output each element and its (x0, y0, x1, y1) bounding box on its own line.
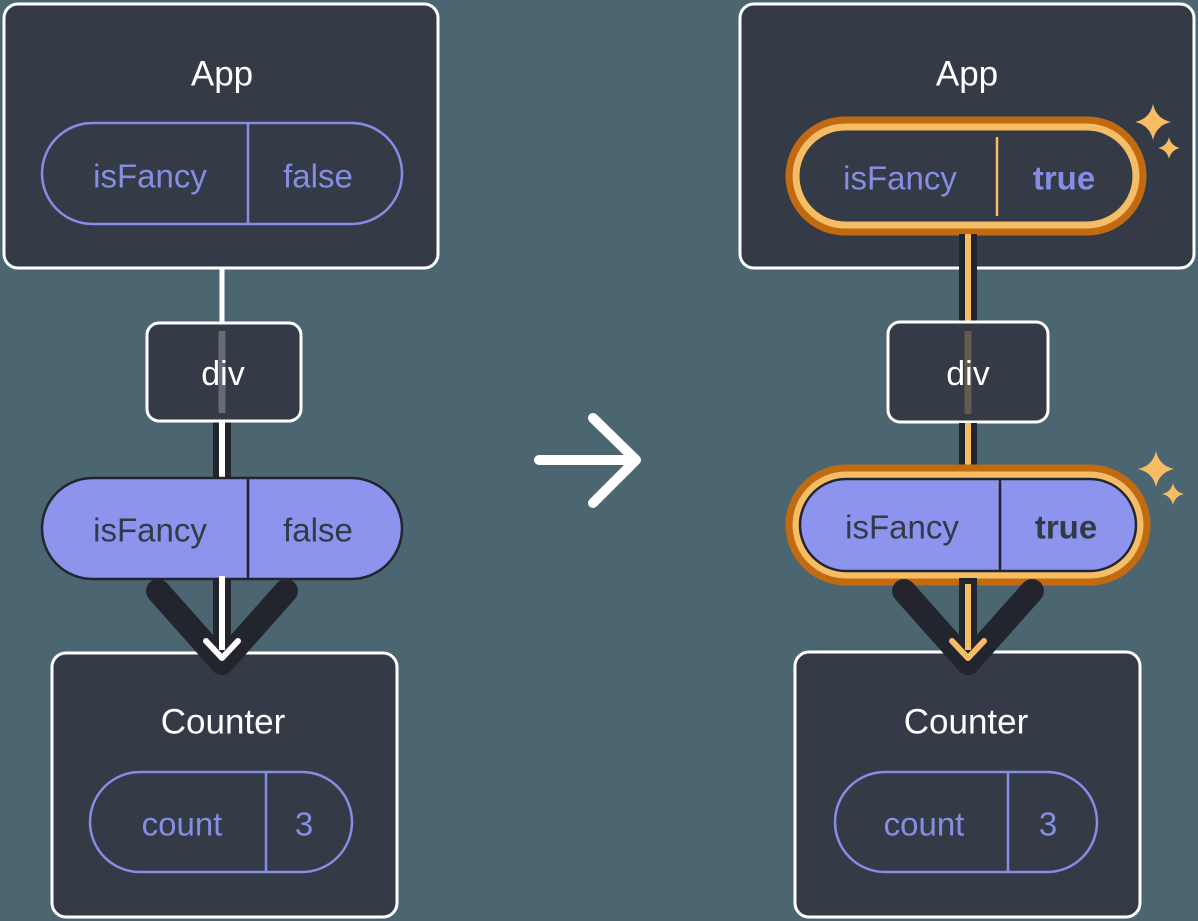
counter-card-title: Counter (904, 703, 1029, 742)
sparkle-icon (1135, 104, 1171, 140)
down-arrowhead-icon (949, 638, 987, 661)
prop-value: true (1035, 509, 1097, 546)
prop-pill-highlighted: isFancy true (785, 451, 1184, 586)
state-value: 3 (295, 806, 313, 843)
sparkle-icon (1138, 451, 1174, 487)
state-name: count (142, 806, 223, 843)
tree-before: App isFancy false div isFancy false Coun… (2, 2, 440, 919)
counter-state-pill: count 3 (88, 770, 354, 874)
state-value: 3 (1039, 806, 1057, 843)
state-name: isFancy (843, 160, 957, 197)
tree-after: App isFancy true div (738, 2, 1196, 919)
counter-component-card: Counter count 3 (50, 651, 399, 919)
prop-value: false (283, 512, 353, 549)
prop-pill: isFancy false (40, 476, 404, 581)
highlight-ring-inner (792, 471, 1144, 579)
down-arrow-chevron-icon (892, 579, 1044, 675)
app-card-title: App (191, 55, 253, 94)
app-card-title: App (936, 55, 998, 94)
prop-name: isFancy (845, 509, 959, 546)
down-arrowhead-icon (203, 638, 241, 661)
highlight-ring-inner (792, 123, 1140, 229)
state-pill-outline (88, 770, 354, 874)
div-node-card: div (145, 321, 303, 423)
prop-name: isFancy (93, 512, 207, 549)
state-name: count (884, 806, 965, 843)
counter-state-pill: count 3 (833, 770, 1099, 874)
state-pill-outline (833, 770, 1099, 874)
prop-pill-body (798, 477, 1138, 573)
counter-card-title: Counter (161, 703, 286, 742)
counter-component-card: Counter count 3 (793, 650, 1142, 919)
down-arrow-chevron-icon (146, 579, 298, 675)
app-component-card: App isFancy false (2, 2, 440, 270)
app-card-box (2, 2, 440, 270)
counter-card-box (50, 651, 399, 919)
app-state-pill-highlighted: isFancy true (785, 104, 1180, 236)
div-label: div (946, 355, 989, 393)
state-value: true (1033, 160, 1095, 197)
sparkle-icon (1158, 137, 1180, 159)
counter-card-box (793, 650, 1142, 919)
div-card-box (886, 320, 1050, 424)
state-pill-outline (40, 121, 404, 226)
div-node-card: div (886, 320, 1050, 424)
app-state-pill: isFancy false (40, 121, 404, 226)
highlight-ring-outer (785, 116, 1147, 236)
arrow-right-icon (534, 413, 641, 508)
div-label: div (201, 355, 244, 393)
state-name: isFancy (93, 158, 207, 195)
div-card-box (145, 321, 303, 423)
app-component-card: App isFancy true (738, 2, 1196, 270)
transition-arrow (534, 413, 641, 508)
state-value: false (283, 158, 353, 195)
sparkle-icon (1162, 483, 1184, 505)
